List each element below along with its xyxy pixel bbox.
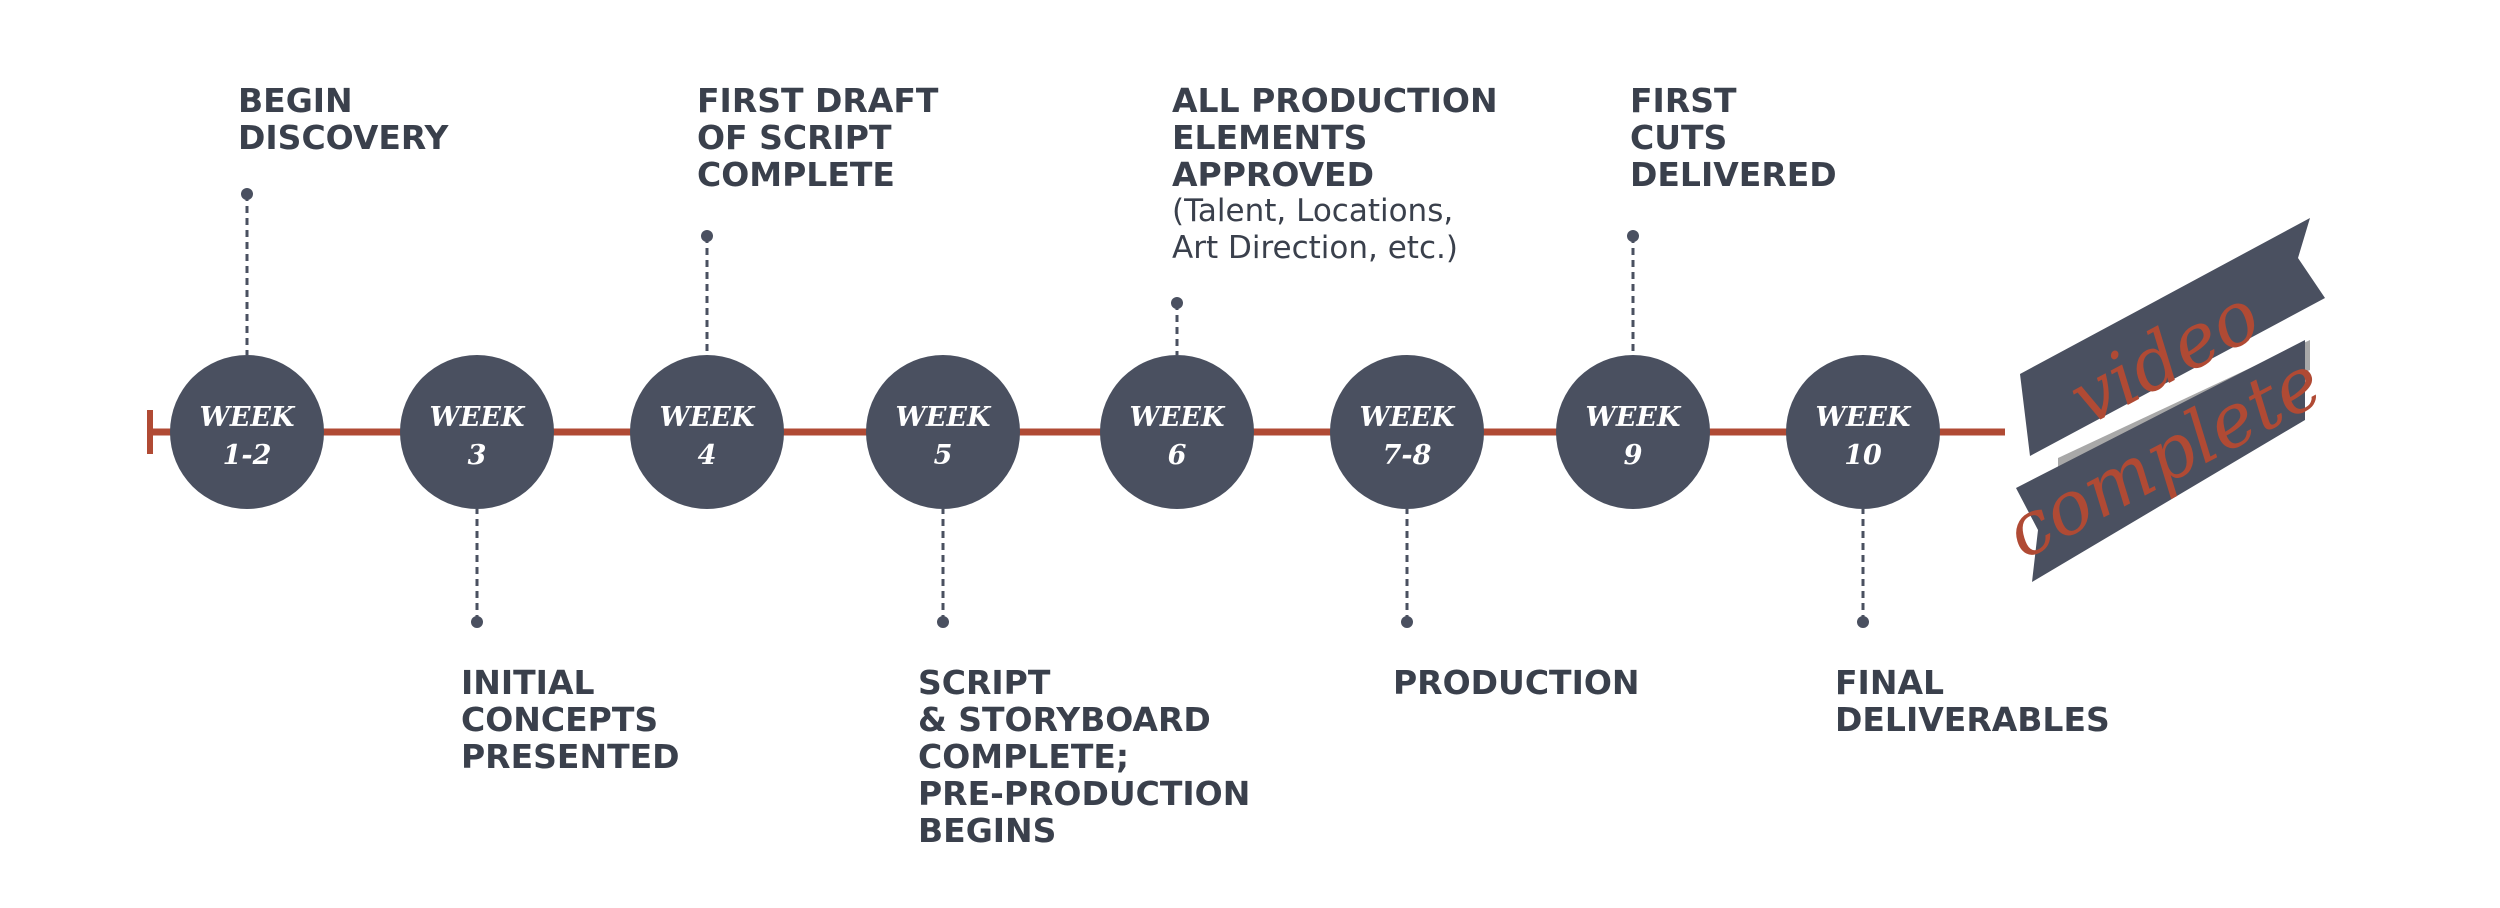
milestone-title-line: PRODUCTION <box>1393 663 1640 702</box>
milestone-title-line: COMPLETE; <box>918 737 1130 776</box>
connector-dot <box>937 616 949 628</box>
week-number: 6 <box>1168 440 1187 471</box>
connector-dot <box>1627 230 1639 242</box>
week-label: WEEK <box>430 402 526 433</box>
week-number: 4 <box>698 440 717 471</box>
week-node: WEEK 5 <box>866 355 1020 509</box>
milestone-title-line: BEGIN <box>238 81 353 120</box>
week-label: WEEK <box>200 402 296 433</box>
week-circle <box>1556 355 1710 509</box>
week-circle-group: WEEK1-2WEEK3WEEK4WEEK5WEEK6WEEK7-8WEEK9W… <box>170 355 1940 509</box>
week-node: WEEK 6 <box>1100 355 1254 509</box>
connector-dot <box>1401 616 1413 628</box>
milestone-title-line: FINAL <box>1835 663 1945 702</box>
milestone-title-line: CONCEPTS <box>461 700 659 739</box>
week-node: WEEK 3 <box>400 355 554 509</box>
milestone-note-line: (Talent, Locations, <box>1172 193 1454 229</box>
banner-band-top <box>2020 218 2325 456</box>
connector-dot <box>1171 297 1183 309</box>
week-number: 9 <box>1624 440 1643 471</box>
week-label: WEEK <box>1130 402 1226 433</box>
milestone-title-line: DISCOVERY <box>238 118 449 157</box>
connector-dot <box>471 616 483 628</box>
week-number: 7-8 <box>1383 440 1432 471</box>
week-number: 1-2 <box>223 440 272 471</box>
milestone-title-line: FIRST <box>1630 81 1737 120</box>
week-label: WEEK <box>1586 402 1682 433</box>
week-number: 10 <box>1844 440 1882 471</box>
milestone-title-line: PRESENTED <box>461 737 680 776</box>
week-label: WEEK <box>896 402 992 433</box>
video-complete-banner: video complete <box>1991 218 2336 582</box>
week-node: WEEK 1-2 <box>170 355 324 509</box>
milestone-title-line: ELEMENTS <box>1172 118 1368 157</box>
milestone-title-line: APPROVED <box>1172 155 1374 194</box>
milestone-note-line: Art Direction, etc.) <box>1172 230 1458 266</box>
week-label: WEEK <box>1360 402 1456 433</box>
week-node: WEEK 9 <box>1556 355 1710 509</box>
week-circle <box>1330 355 1484 509</box>
week-label: WEEK <box>1816 402 1912 433</box>
milestone-title-line: COMPLETE <box>697 155 895 194</box>
week-label: WEEK <box>660 402 756 433</box>
milestone-title-line: DELIVERED <box>1630 155 1837 194</box>
week-circle <box>170 355 324 509</box>
week-number: 3 <box>468 440 487 471</box>
week-node: WEEK 7-8 <box>1330 355 1484 509</box>
milestone-title-line: ALL PRODUCTION <box>1172 81 1498 120</box>
milestone-title-line: FIRST DRAFT <box>697 81 939 120</box>
milestone-title-line: DELIVERABLES <box>1835 700 2110 739</box>
milestone-title-line: INITIAL <box>461 663 595 702</box>
week-circle <box>630 355 784 509</box>
milestone-title-line: BEGINS <box>918 811 1057 850</box>
milestone-title-line: OF SCRIPT <box>697 118 892 157</box>
milestone-title-line: SCRIPT <box>918 663 1051 702</box>
connector-dot <box>1857 616 1869 628</box>
milestone-title-line: & STORYBOARD <box>918 700 1211 739</box>
week-circle <box>400 355 554 509</box>
week-circle <box>866 355 1020 509</box>
week-node: WEEK 4 <box>630 355 784 509</box>
week-number: 5 <box>934 440 953 471</box>
week-circle <box>1786 355 1940 509</box>
banner-band-bottom <box>2016 340 2305 582</box>
milestone-title-line: PRE-PRODUCTION <box>918 774 1251 813</box>
connector-dot <box>241 188 253 200</box>
connector-dot <box>701 230 713 242</box>
connector-group <box>241 188 1869 628</box>
milestone-title-line: CUTS <box>1630 118 1728 157</box>
milestone-label: PRODUCTION <box>1393 664 1640 701</box>
week-circle <box>1100 355 1254 509</box>
week-node: WEEK 10 <box>1786 355 1940 509</box>
